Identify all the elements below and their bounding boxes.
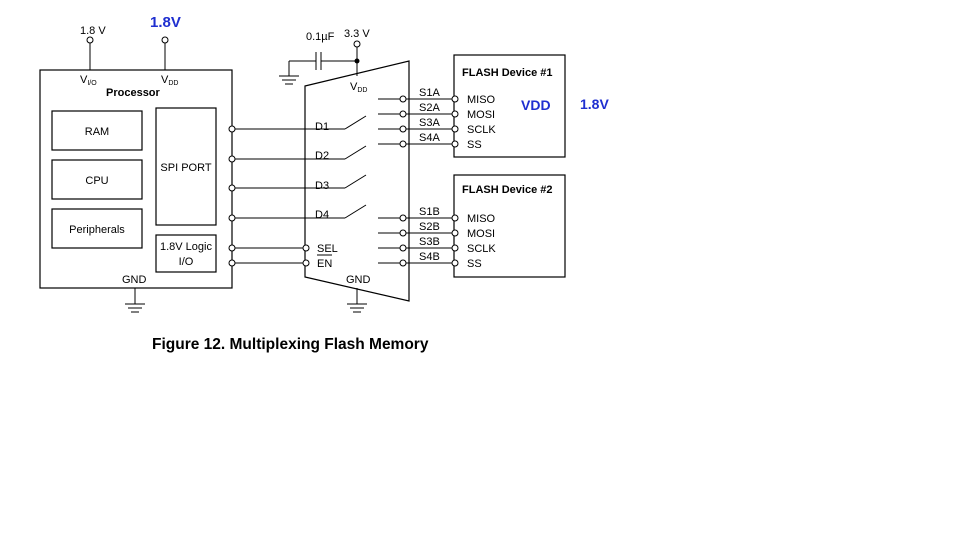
logic-io-label-line2: I/O [179, 256, 194, 268]
flash2-pin-sclk: SCLK [467, 243, 496, 255]
processor-ground-symbol [125, 288, 145, 313]
flash1-bus-wires: S1A S2A S3A S4A [406, 87, 452, 145]
flash1-title: FLASH Device #1 [462, 67, 552, 79]
vdd-annotation: VDD [521, 97, 551, 113]
supply-voltage-label-blue: 1.8V [150, 14, 181, 31]
mux-output-s4b: S4B [419, 251, 440, 263]
flash2-title: FLASH Device #2 [462, 184, 552, 196]
mux-output-s2a: S2A [419, 102, 440, 114]
processor-vdd-supply: 1.8V [150, 14, 181, 70]
figure-caption: Figure 12. Multiplexing Flash Memory [152, 336, 429, 353]
mux-output-s1a: S1A [419, 87, 440, 99]
svg-text:VDD: VDD [350, 81, 367, 94]
mux-vdd-pin-label: V [350, 81, 358, 93]
spi-port-block [155, 107, 217, 226]
cpu-block [51, 159, 143, 200]
flash1-pin-ss: SS [467, 139, 482, 151]
flash2-bus-wires: S1B S2B S3B S4B [406, 206, 452, 264]
mux-input-d4: D4 [315, 209, 329, 221]
spi-bus-wires [228, 125, 345, 267]
multiplexer-switch: VDD D1 D2 D3 D4 SEL EN GND [302, 60, 410, 302]
svg-text:VI/O: VI/O [80, 74, 97, 87]
peripherals-label: Peripherals [69, 224, 125, 236]
processor-block: VI/O VDD Processor RAM CPU Peripherals S… [39, 69, 233, 289]
vio-pin-label: V [80, 74, 88, 86]
voltage-annotation: 1.8V [580, 96, 609, 112]
flash1-pin-sclk: SCLK [467, 124, 496, 136]
mux-output-s3b: S3B [419, 236, 440, 248]
logic-io-label-line1: 1.8V Logic [160, 241, 212, 253]
flash1-pin-mosi: MOSI [467, 109, 495, 121]
flash-device-2: FLASH Device #2 MISO MOSI SCLK SS [451, 174, 566, 278]
cpu-label: CPU [85, 175, 108, 187]
mux-output-s2b: S2B [419, 221, 440, 233]
processor-gnd-label: GND [122, 274, 147, 286]
processor-title: Processor [106, 87, 161, 99]
decoupling-capacitor: 0.1µF 3.3 V [279, 28, 370, 85]
spi-port-label: SPI PORT [160, 162, 211, 174]
mux-input-d3: D3 [315, 180, 329, 192]
flash2-pin-mosi: MOSI [467, 228, 495, 240]
svg-text:VDD: VDD [161, 74, 178, 87]
mux-supply-voltage-label: 3.3 V [344, 28, 370, 40]
flash2-pin-miso: MISO [467, 213, 496, 225]
mux-sel-label: SEL [317, 243, 338, 255]
processor-vdd-pin-label: V [161, 74, 169, 86]
flash1-pin-miso: MISO [467, 94, 496, 106]
mux-output-s1b: S1B [419, 206, 440, 218]
supply-voltage-label: 1.8 V [80, 25, 106, 37]
flash-device-1: FLASH Device #1 MISO MOSI SCLK SS [451, 54, 566, 158]
logic-io-block [155, 234, 217, 273]
mux-gnd-label: GND [346, 274, 371, 286]
processor-vio-supply: 1.8 V [80, 25, 106, 70]
peripherals-block [51, 208, 143, 249]
mux-output-s3a: S3A [419, 117, 440, 129]
mux-ground-symbol [347, 288, 367, 313]
mux-input-d1: D1 [315, 121, 329, 133]
mux-output-s4a: S4A [419, 132, 440, 144]
ram-block [51, 110, 143, 151]
flash2-pin-ss: SS [467, 258, 482, 270]
capacitor-value-label: 0.1µF [306, 31, 335, 43]
ram-label: RAM [85, 126, 109, 138]
mux-en-label: EN [317, 258, 332, 270]
mux-input-d2: D2 [315, 150, 329, 162]
